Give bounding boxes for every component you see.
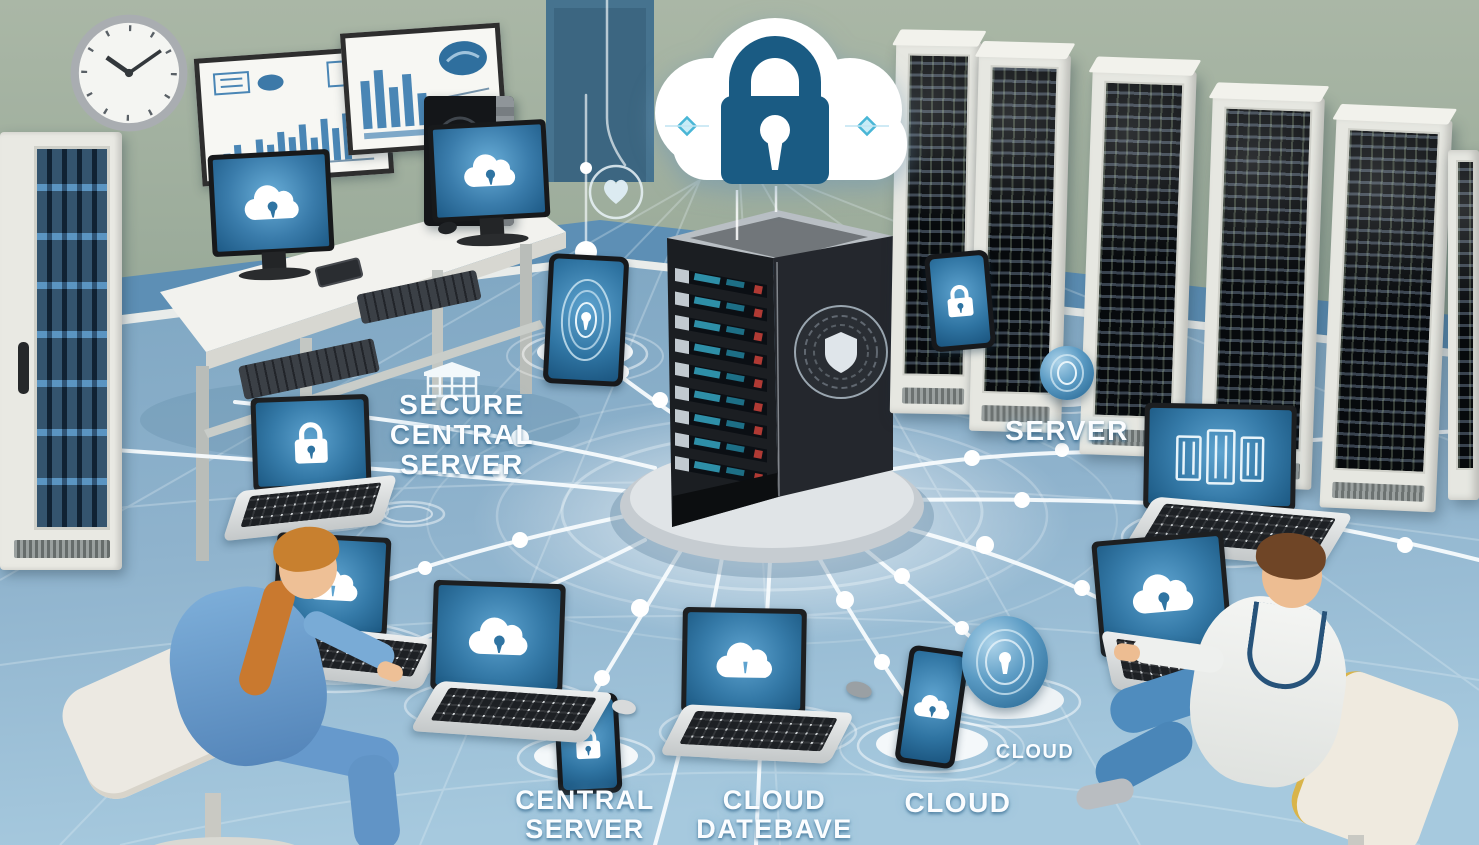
desk-monitor-left xyxy=(207,148,335,282)
tablet-left-pedestal xyxy=(542,252,630,388)
label-secure-central-server: SECURE CENTRAL SERVER xyxy=(389,389,535,481)
central-server-tower xyxy=(667,186,893,527)
server-racks-icon xyxy=(1175,429,1265,485)
rack-glass-door xyxy=(1333,128,1440,474)
cloud-lock-icon xyxy=(464,154,516,187)
label-cloud-bottom: CLOUD xyxy=(904,787,1012,818)
wall-clock xyxy=(70,14,188,132)
label-cloud-database: CLOUD DATEBAVE xyxy=(696,785,853,845)
cloud-lock xyxy=(655,18,907,184)
hand xyxy=(1112,642,1142,663)
chair-base xyxy=(147,837,302,845)
laptop-center xyxy=(409,579,615,744)
chair-post xyxy=(205,793,221,845)
medical-heart-icon xyxy=(588,164,644,220)
swirl-lock-icon xyxy=(976,629,1034,695)
server-cabinet-left xyxy=(0,132,122,570)
chair-post xyxy=(1348,835,1364,845)
laptop-left-lock xyxy=(222,393,398,542)
rack-glass-door xyxy=(1456,160,1475,470)
nurse-at-laptop xyxy=(52,522,406,845)
doctor-at-laptop xyxy=(1074,529,1479,845)
clock-hour-hand xyxy=(105,55,131,75)
cabinet-vent xyxy=(14,540,110,558)
server-rack-3 xyxy=(1079,56,1202,458)
sphere-small-upper xyxy=(1040,346,1094,400)
label-server: SERVER xyxy=(1005,415,1129,446)
door-panel xyxy=(554,8,646,182)
cabinet-glass-door xyxy=(34,146,110,530)
desk-monitor-right xyxy=(427,118,551,248)
cloud-node-right xyxy=(845,115,889,137)
clock-ticks xyxy=(81,25,177,121)
rack-glass-door xyxy=(1212,106,1313,452)
phone-upper-right xyxy=(923,249,997,353)
laptop-keyboard xyxy=(409,680,615,744)
rack-glass-door xyxy=(982,65,1059,395)
rack-vent xyxy=(901,387,965,405)
laptop-doctor xyxy=(1091,530,1292,714)
cloud-lock-icon xyxy=(1132,574,1194,614)
lock-icon xyxy=(947,285,974,318)
cloud-lock-icon xyxy=(244,185,299,220)
shield-emblem xyxy=(794,305,888,399)
server-rack-6 xyxy=(1448,150,1479,500)
cloud-node-left xyxy=(665,115,709,137)
lock-shackle xyxy=(729,36,821,100)
cloud-icon xyxy=(716,642,773,678)
laptop-right-servers xyxy=(1122,402,1354,568)
clock-minute-hand xyxy=(127,49,162,75)
label-cloud-small: CLOUD xyxy=(995,741,1075,763)
globe-blob xyxy=(438,41,487,76)
bar-chart xyxy=(360,69,429,130)
sphere-lock-right xyxy=(962,616,1048,708)
cabinet-handle xyxy=(18,342,29,394)
lock-keyhole xyxy=(760,115,790,145)
rack-glass-door xyxy=(1092,80,1185,420)
cloud-lock-icon xyxy=(468,617,528,656)
laptop-bottom-cloud xyxy=(659,606,855,764)
building-grid-icon xyxy=(424,362,480,398)
swirl-icon xyxy=(1050,354,1084,392)
laptop-keyboard xyxy=(659,704,855,764)
lock-icon xyxy=(294,422,328,464)
cloud-lock-icon xyxy=(914,694,950,720)
swirl-lock-icon xyxy=(560,279,612,361)
shoe xyxy=(1074,776,1136,812)
phone-bottom-center xyxy=(894,644,970,770)
label-central-server: CENTRAL SERVER xyxy=(515,785,655,845)
